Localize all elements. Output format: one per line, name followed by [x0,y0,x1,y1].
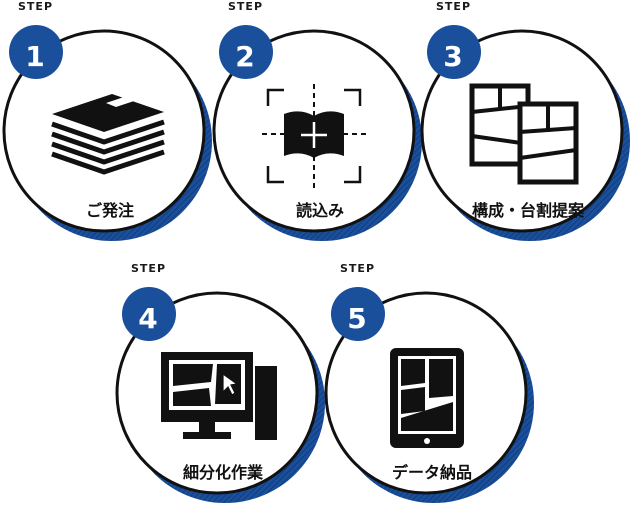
step-4: STEP 4 細分化作業 [113,262,333,512]
step-number-badge: 1 [25,40,45,73]
paper-stack-icon [51,94,165,175]
step-number-badge: 3 [443,40,463,73]
computer-icon [161,352,277,440]
step-3: STEP 3 構成・台割提案 [418,0,638,250]
step-title: データ納品 [391,463,472,482]
step-graphic [324,287,534,503]
step-number-badge: 4 [138,302,158,335]
step-label: STEP [18,0,54,13]
step-2: STEP 2 読込み [210,0,430,250]
step-title: 構成・台割提案 [471,201,584,220]
layout-panels-icon [469,83,579,185]
step-title: ご発注 [85,201,134,220]
step-label: STEP [436,0,472,13]
step-label: STEP [228,0,264,13]
tablet-icon [390,348,464,448]
book-scan-icon [262,84,366,188]
step-graphic [115,287,325,503]
step-graphic [420,25,630,241]
step-number-badge: 2 [235,40,255,73]
step-title: 読込み [295,201,344,220]
step-1: STEP 1 ご発注 [0,0,220,250]
step-graphic [212,25,422,241]
step-label: STEP [131,262,167,275]
step-graphic [2,25,212,241]
step-5: STEP 5 データ納品 [322,262,542,512]
step-number-badge: 5 [347,302,367,335]
step-label: STEP [340,262,376,275]
step-title: 細分化作業 [182,463,263,482]
